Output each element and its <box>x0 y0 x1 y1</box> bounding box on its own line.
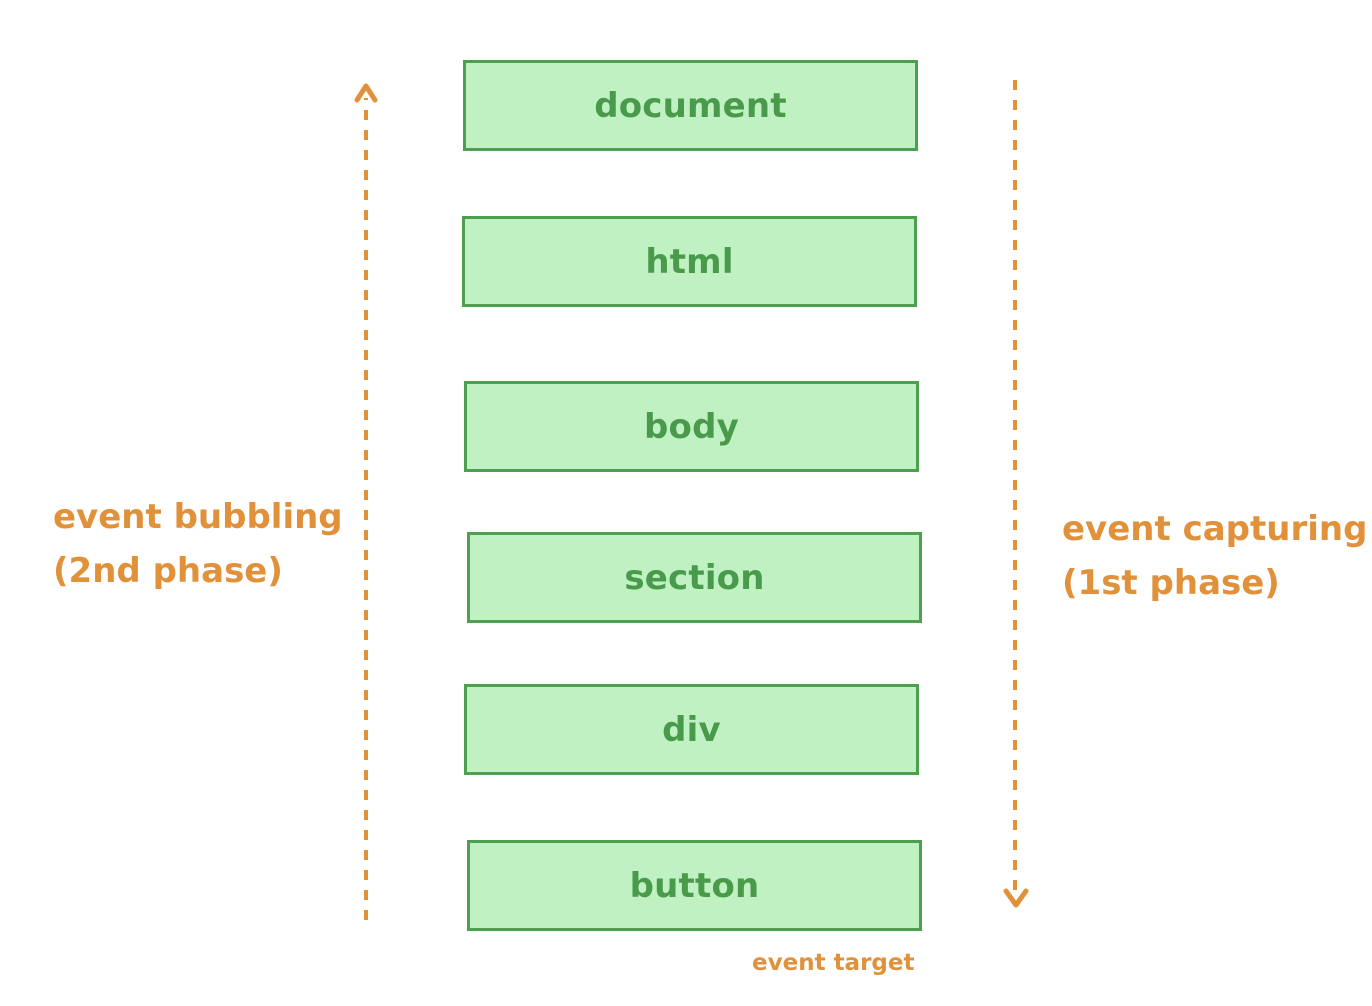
bubbling-arrow-head <box>354 83 378 103</box>
bubbling-label-line2: (2nd phase) <box>53 551 283 591</box>
bubbling-label: event bubbling (2nd phase) <box>53 490 343 598</box>
bubbling-label-line1: event bubbling <box>53 497 343 537</box>
node-body: body <box>464 381 919 472</box>
node-html: html <box>462 216 917 307</box>
node-document: document <box>463 60 918 151</box>
capturing-label-line2: (1st phase) <box>1062 563 1280 603</box>
node-button: button <box>467 840 922 931</box>
capturing-label-line1: event capturing <box>1062 509 1368 549</box>
capturing-label: event capturing (1st phase) <box>1062 502 1367 610</box>
node-section: section <box>467 532 922 623</box>
node-div: div <box>464 684 919 775</box>
capturing-arrow-head <box>1003 888 1029 908</box>
event-target-label: event target <box>752 950 915 976</box>
